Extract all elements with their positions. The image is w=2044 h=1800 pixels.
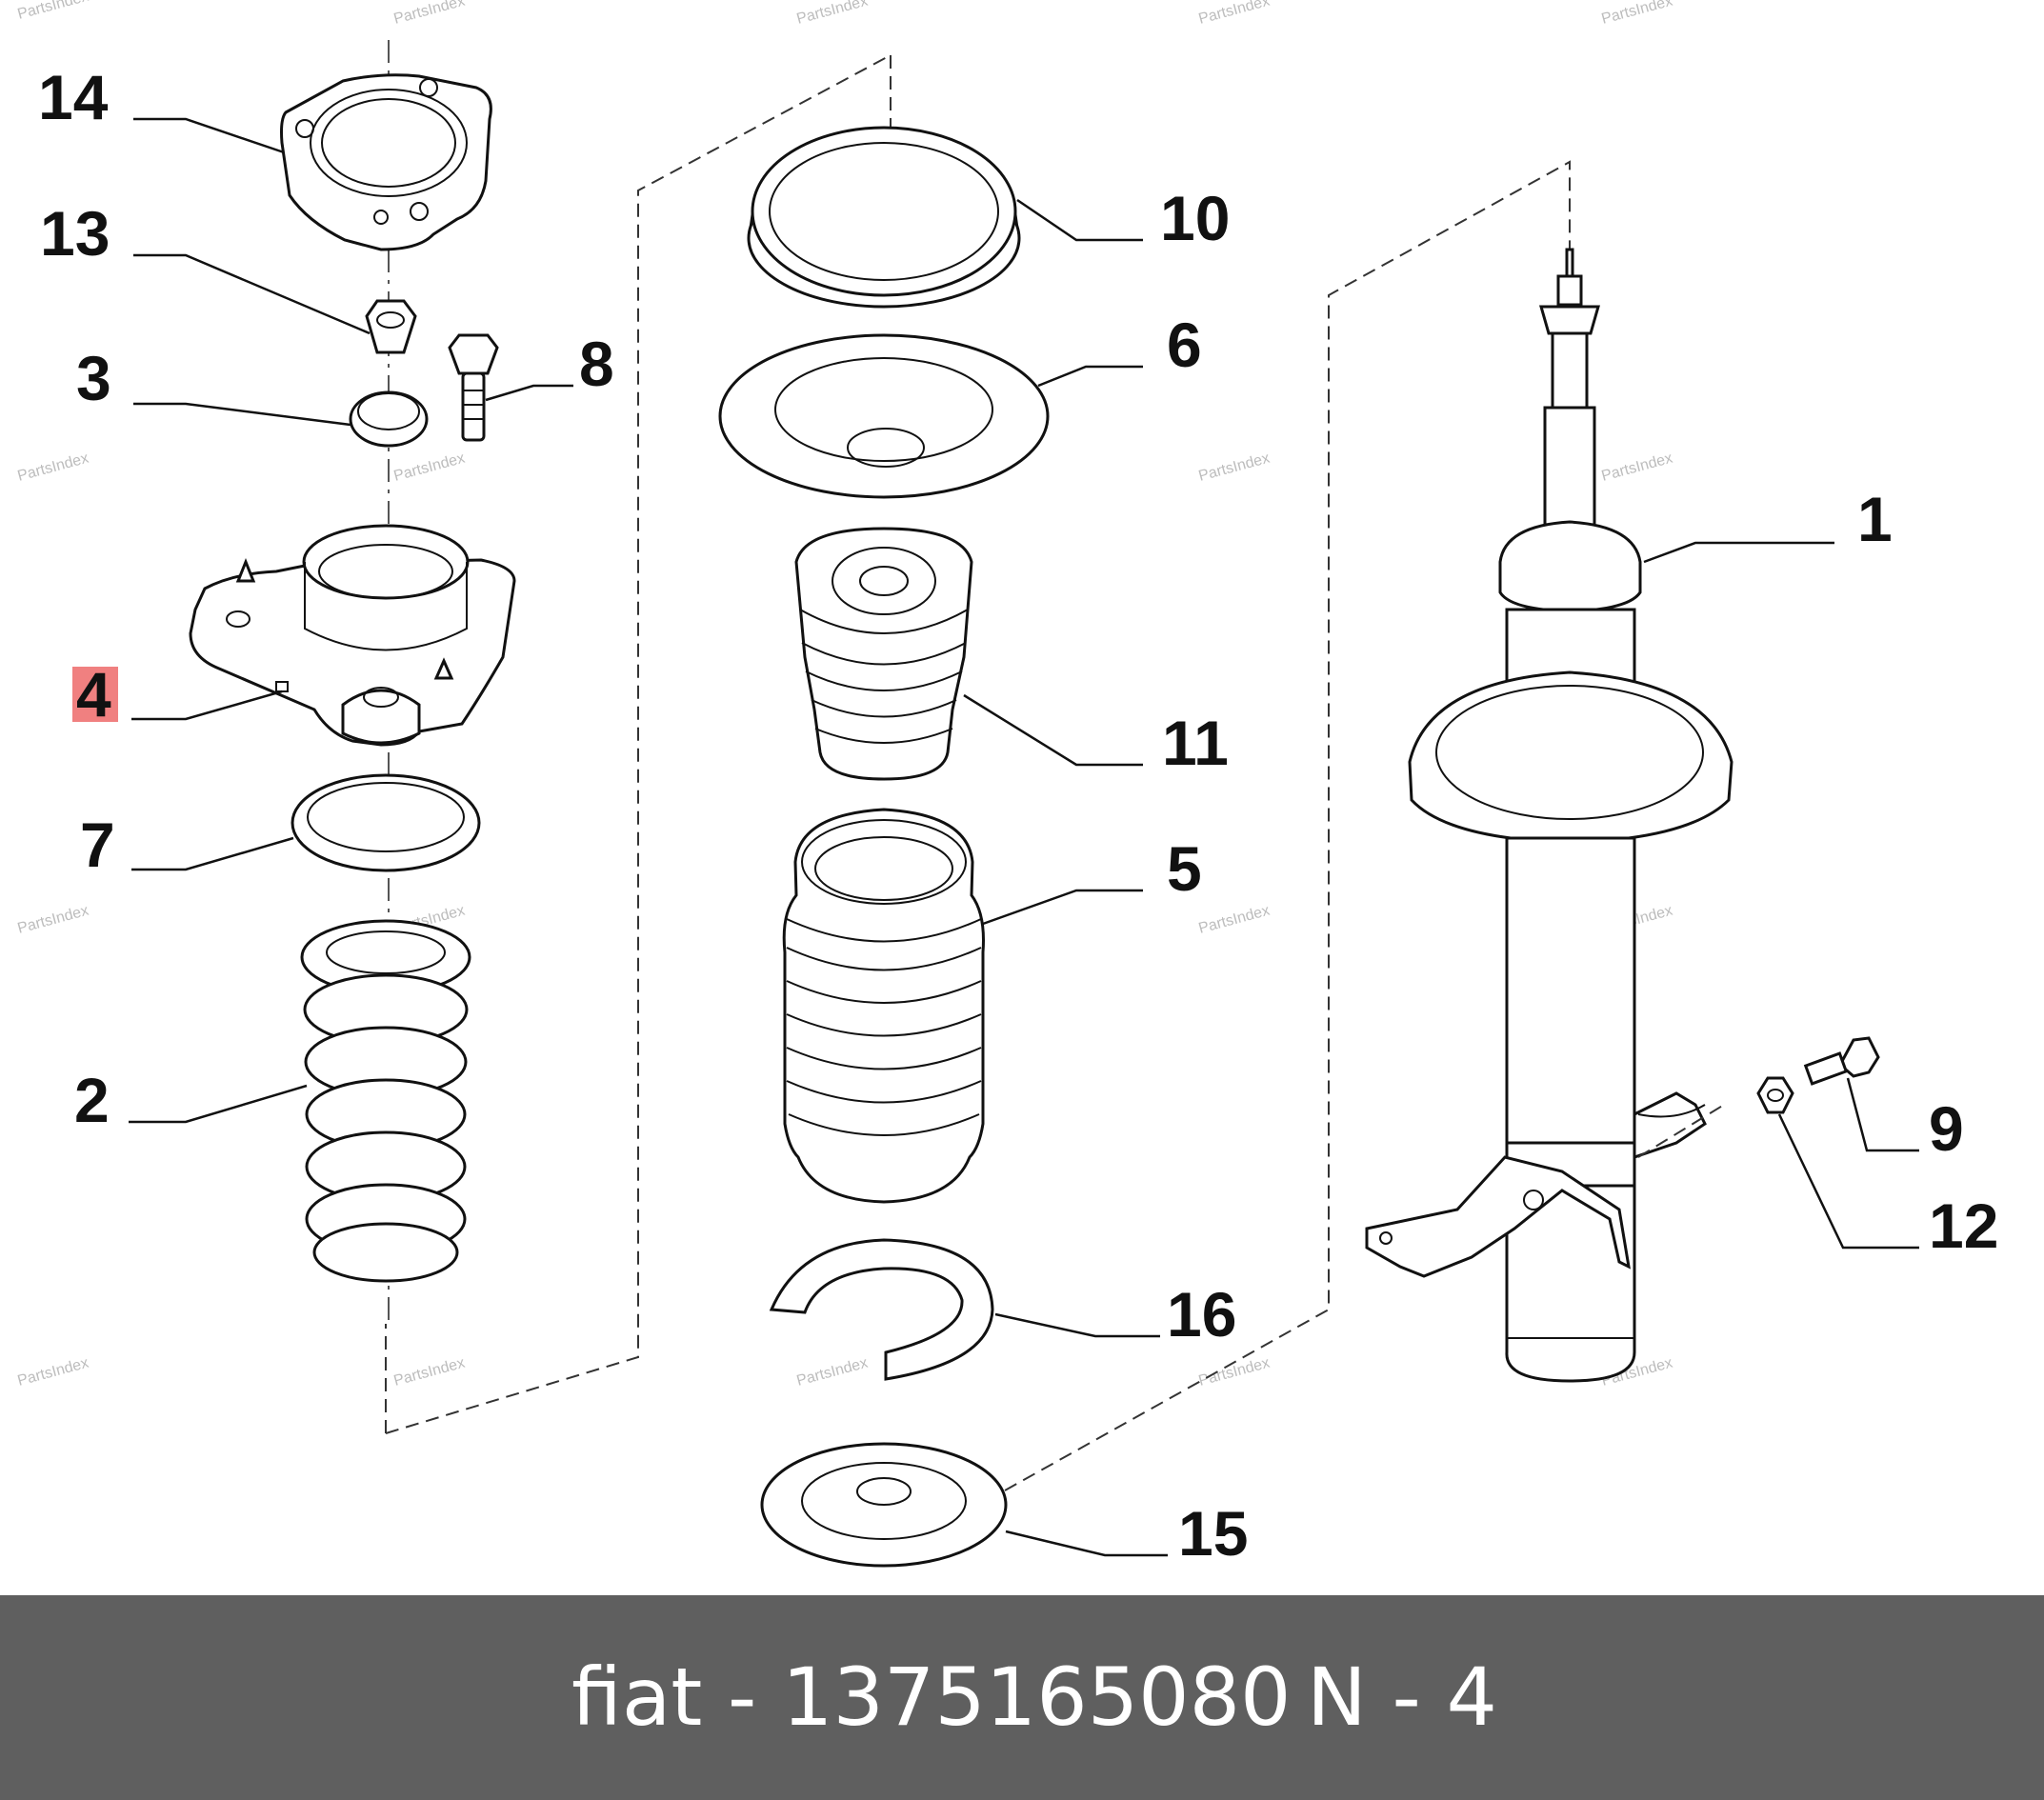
watermark: PartsIndex [392, 0, 467, 28]
leader-lines [129, 117, 1919, 1557]
part-4-strut-mount [189, 524, 516, 747]
part-15-lower-pad [760, 1442, 1008, 1568]
footer-bar: fiat - 1375165080 N - 4 [0, 1595, 2044, 1800]
callout-16: 16 [1167, 1279, 1236, 1350]
part-10-top-ring [747, 126, 1021, 309]
watermark: PartsIndex [1600, 0, 1674, 28]
callout-15: 15 [1178, 1498, 1248, 1569]
callout-9: 9 [1929, 1093, 1964, 1164]
watermark: PartsIndex [1197, 1355, 1272, 1390]
callout-5: 5 [1167, 833, 1202, 904]
part-9-bolt [1803, 1036, 1880, 1086]
part-5-dust-boot [782, 808, 985, 1204]
part-14-strut-plate [280, 73, 492, 251]
part-6-spring-pad [718, 333, 1050, 499]
callout-12: 12 [1929, 1190, 1998, 1261]
watermark: PartsIndex [1197, 450, 1272, 485]
part-1-shock-absorber [1365, 248, 1733, 1383]
parts-diagram: PartsIndex PartsIndex PartsIndex PartsIn… [15, 0, 1999, 1569]
watermark: PartsIndex [16, 450, 90, 485]
callout-4: 4 [76, 659, 111, 730]
part-3-ring [349, 390, 429, 448]
part-8-bolt [448, 333, 499, 442]
watermark: PartsIndex [795, 1355, 870, 1390]
part-2-coil-spring [300, 919, 471, 1283]
part-12-nut [1756, 1076, 1794, 1114]
watermark: PartsIndex [795, 0, 870, 28]
callout-4-highlight [72, 667, 118, 722]
callout-10: 10 [1160, 183, 1230, 253]
watermark: PartsIndex [1197, 903, 1272, 937]
watermark: PartsIndex [392, 450, 467, 485]
footer-position-code: N - 4 [1307, 1650, 1497, 1744]
callout-2: 2 [74, 1065, 110, 1135]
watermark: PartsIndex [1197, 0, 1272, 28]
watermark: PartsIndex [16, 903, 90, 937]
part-13-nut [365, 299, 417, 354]
footer-brand-part-number: fiat - 1375165080 [571, 1650, 1292, 1744]
watermark: PartsIndex [16, 0, 90, 23]
watermark: PartsIndex [1600, 450, 1674, 485]
part-7-seat-ring [291, 773, 481, 872]
part-11-bump-stop [794, 527, 973, 781]
callout-3: 3 [76, 343, 111, 413]
callout-11: 11 [1162, 708, 1229, 778]
watermark: PartsIndex [16, 1355, 90, 1390]
callout-1: 1 [1857, 484, 1893, 554]
callout-8: 8 [579, 329, 614, 399]
callout-6: 6 [1167, 310, 1202, 380]
part-16-split-washer [769, 1238, 994, 1381]
watermark: PartsIndex [392, 1355, 467, 1390]
callout-13: 13 [40, 198, 110, 269]
callout-7: 7 [80, 810, 115, 880]
callout-14: 14 [38, 62, 109, 132]
callout-labels: 14 13 3 8 4 7 2 10 6 11 5 16 15 1 9 12 [38, 62, 1998, 1569]
